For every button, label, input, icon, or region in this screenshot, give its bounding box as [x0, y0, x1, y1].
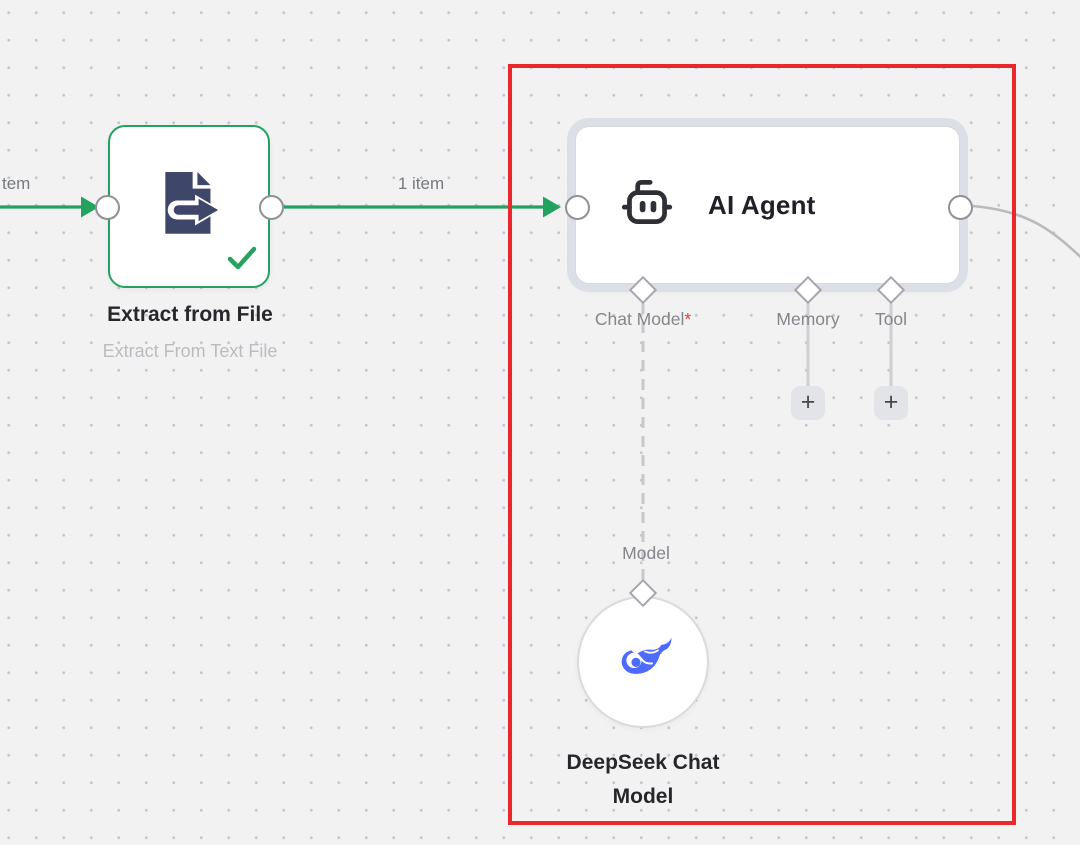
robot-icon: [616, 175, 678, 236]
node-deepseek-chat-model[interactable]: [577, 596, 709, 728]
port-agent-input[interactable]: [564, 194, 590, 220]
model-node-title-line2: Model: [612, 785, 674, 808]
memory-port-label-text: Memory: [776, 309, 840, 329]
file-export-icon: [149, 164, 225, 245]
edge-extract-to-agent-arrowhead-icon: [543, 196, 561, 218]
port-extract-input[interactable]: [94, 194, 120, 220]
port-agent-output[interactable]: [947, 194, 973, 220]
tool-port-label: Tool: [875, 309, 907, 330]
extract-node-title: Extract from File: [107, 303, 273, 326]
edge-item-count-label: 1 item: [397, 174, 445, 193]
agent-node-title: AI Agent: [708, 189, 816, 220]
add-memory-button[interactable]: +: [791, 386, 825, 420]
chat-model-port-label: Chat Model*: [595, 309, 691, 330]
chat-model-port-label-text: Chat Model: [594, 309, 685, 329]
model-connector-label: Model: [622, 543, 670, 563]
deepseek-whale-icon: [613, 633, 673, 688]
model-node-title: DeepSeek Chat Model: [567, 746, 720, 814]
node-ai-agent[interactable]: AI Agent: [575, 126, 960, 284]
chat-model-required-marker: *: [684, 309, 692, 329]
success-check-icon: [226, 245, 258, 276]
memory-port-label: Memory: [776, 309, 839, 330]
edge-incoming-arrowhead-icon: [81, 196, 99, 218]
edge-agent-outgoing[interactable]: [972, 204, 1080, 262]
add-tool-button[interactable]: +: [874, 386, 908, 420]
node-extract-from-file[interactable]: [108, 125, 270, 288]
port-extract-output[interactable]: [258, 194, 284, 220]
tool-port-label-text: Tool: [874, 309, 908, 329]
model-node-title-line1: DeepSeek Chat: [566, 751, 720, 774]
edge-incoming-count-label: tem: [2, 174, 31, 193]
extract-node-subtitle: Extract From Text File: [102, 341, 278, 361]
